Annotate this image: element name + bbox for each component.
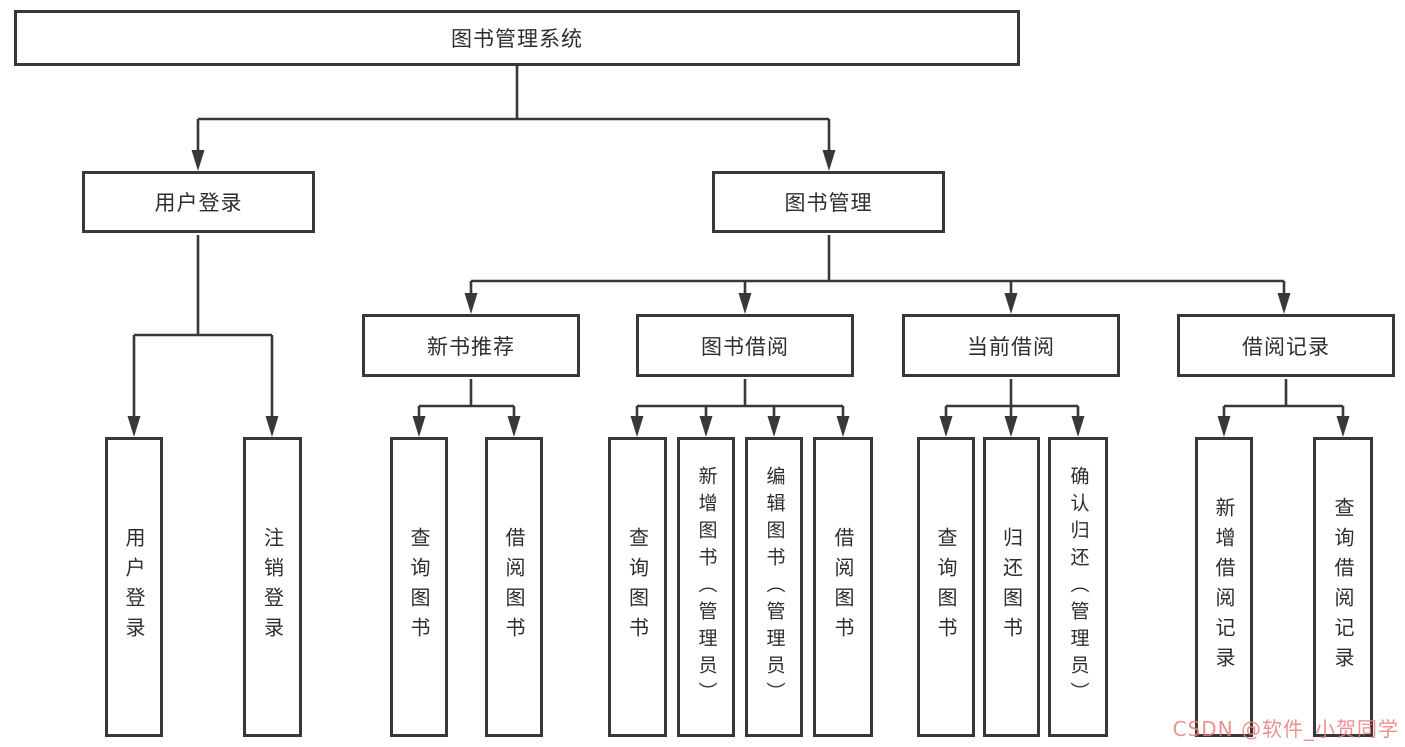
node-book-borrowing: 图书借阅 xyxy=(636,314,854,377)
leaf-query-books-recommend: 查询图书 xyxy=(390,437,448,737)
node-current-borrowing: 当前借阅 xyxy=(902,314,1120,377)
leaf-add-borrow-record: 新增借阅记录 xyxy=(1195,437,1253,737)
node-library-management-system: 图书管理系统 xyxy=(14,10,1020,66)
leaf-query-books-borrowing: 查询图书 xyxy=(608,437,667,737)
arrowheads xyxy=(127,150,1350,437)
node-book-management: 图书管理 xyxy=(712,171,945,233)
leaf-edit-books-admin: 编辑图书（管理员） xyxy=(745,437,803,737)
leaf-borrow-books-recommend: 借阅图书 xyxy=(485,437,543,737)
node-new-book-recommendation: 新书推荐 xyxy=(362,314,580,377)
node-user-login: 用户登录 xyxy=(82,171,315,233)
leaf-query-borrow-record: 查询借阅记录 xyxy=(1313,437,1373,737)
leaf-confirm-return-admin: 确认归还（管理员） xyxy=(1048,437,1108,737)
leaf-add-books-admin: 新增图书（管理员） xyxy=(677,437,735,737)
node-borrowing-records: 借阅记录 xyxy=(1177,314,1395,377)
leaf-return-books: 归还图书 xyxy=(983,437,1040,737)
leaf-borrow-books: 借阅图书 xyxy=(813,437,873,737)
leaf-query-books-current: 查询图书 xyxy=(917,437,975,737)
leaf-logout: 注销登录 xyxy=(243,437,302,737)
watermark-text: CSDN @软件_小贺同学 xyxy=(1172,717,1399,741)
leaf-user-login: 用户登录 xyxy=(105,437,163,737)
